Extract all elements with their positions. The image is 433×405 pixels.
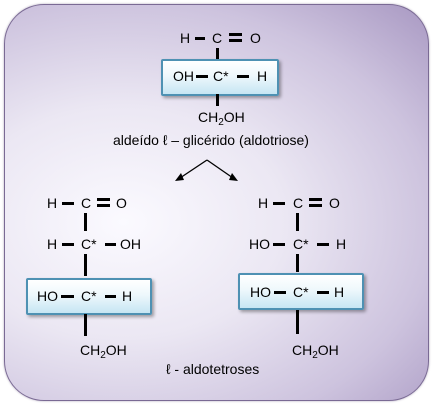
single-bond <box>61 295 74 298</box>
atom-ch2oh: CH2OH <box>198 109 245 128</box>
atom-ch2oh: CH2OH <box>80 342 127 361</box>
atom-c: C <box>81 195 92 211</box>
atom-o: O <box>250 30 261 46</box>
triose-label: aldeído ℓ – glicérido (aldotriose) <box>113 132 309 148</box>
vertical-bond <box>216 94 219 106</box>
atom-h: H <box>47 236 58 252</box>
vertical-bond <box>216 48 219 59</box>
single-bond <box>317 243 329 246</box>
arrow-left-head <box>175 173 184 181</box>
atom-ho: HO <box>250 284 271 300</box>
atom-o: O <box>116 195 127 211</box>
single-bond <box>317 291 329 294</box>
double-bond-top <box>229 33 242 36</box>
single-bond <box>274 291 286 294</box>
fischer-highlight-box <box>238 273 364 310</box>
atom-c-star: C* <box>293 284 309 300</box>
single-bond <box>105 295 116 298</box>
single-bond <box>273 243 285 246</box>
atom-h: H <box>258 195 269 211</box>
atom-c-star: C* <box>293 236 309 252</box>
fischer-highlight-box <box>26 278 152 315</box>
double-bond-top <box>97 198 110 201</box>
vertical-bond <box>296 213 299 231</box>
atom-h: H <box>336 236 347 252</box>
atom-c: C <box>293 195 304 211</box>
atom-h: H <box>122 288 133 304</box>
vertical-bond <box>84 213 87 231</box>
atom-c-star: C* <box>81 288 97 304</box>
atom-c-star: C* <box>81 236 97 252</box>
vertical-bond <box>296 310 299 334</box>
single-bond <box>195 37 205 40</box>
single-bond <box>273 202 285 205</box>
single-bond <box>237 75 249 78</box>
tetroses-label: ℓ - aldotetroses <box>166 361 260 377</box>
vertical-bond <box>84 314 87 336</box>
atom-h: H <box>257 68 268 84</box>
atom-o: O <box>329 195 340 211</box>
double-bond-bottom <box>309 204 322 207</box>
fischer-highlight-box <box>161 59 279 96</box>
atom-ho: HO <box>37 288 58 304</box>
double-bond-bottom <box>229 39 242 42</box>
single-bond <box>196 75 208 78</box>
arrow-left <box>179 159 208 179</box>
atom-h: H <box>47 195 58 211</box>
arrow-right-head <box>229 173 238 181</box>
atom-oh: OH <box>120 236 141 252</box>
atom-c: C <box>212 30 223 46</box>
double-bond-top <box>309 198 322 201</box>
arrow-right <box>206 159 234 179</box>
double-bond-bottom <box>97 204 110 207</box>
atom-ch2oh: CH2OH <box>292 342 339 361</box>
atom-ho: HO <box>249 236 270 252</box>
atom-oh: OH <box>173 68 194 84</box>
atom-c-star: C* <box>213 68 229 84</box>
vertical-bond <box>296 254 299 272</box>
single-bond <box>62 243 74 246</box>
single-bond <box>62 202 74 205</box>
single-bond <box>105 243 116 246</box>
atom-h: H <box>180 30 191 46</box>
vertical-bond <box>84 254 87 276</box>
atom-h: H <box>334 284 345 300</box>
